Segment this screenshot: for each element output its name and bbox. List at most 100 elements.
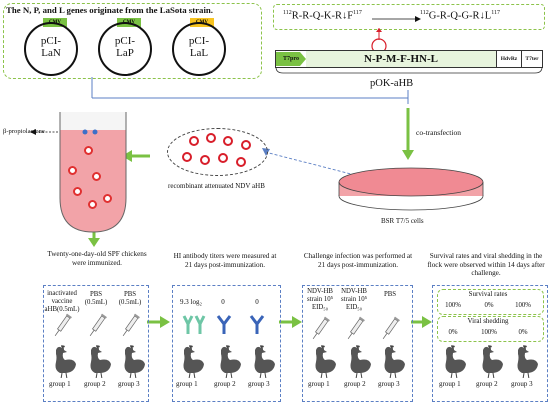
syringe-icon: [122, 313, 140, 337]
group-label: group 2: [84, 380, 106, 388]
chicken-icon: [220, 345, 241, 378]
mutation-arrow: [372, 16, 421, 22]
virion-in-tube: [68, 166, 77, 175]
propiolactone-label: β-propiolactone: [3, 128, 45, 135]
virion-in-tube: [103, 194, 112, 203]
virion-in-tube: [92, 172, 101, 181]
group-label: group 2: [476, 380, 498, 388]
group-label: group 1: [308, 380, 330, 388]
bsr-cells-label: BSR T7/5 cells: [381, 217, 424, 225]
chicken-icon: [482, 345, 503, 378]
panel-outcome: [432, 285, 548, 402]
chicken-icon: [124, 345, 145, 378]
group-label: group 3: [511, 380, 533, 388]
virion-in-tube: [84, 146, 93, 155]
virion: [189, 136, 199, 146]
group-label: group 1: [49, 380, 71, 388]
step-caption-3: Challenge infection was performed at 21 …: [303, 252, 413, 269]
virion: [241, 140, 251, 150]
plasmid-circle-lan: [24, 22, 78, 76]
shedding-rate-3: 0%: [518, 329, 528, 336]
chicken-icon: [384, 345, 405, 378]
virion: [206, 133, 216, 143]
helper-plasmids-box: [3, 3, 262, 79]
syringe-icon: [382, 316, 400, 340]
virion: [200, 155, 210, 165]
group-label: group 1: [439, 380, 461, 388]
plasmid-circle-lap: [98, 22, 152, 76]
survival-rate-2: 0%: [484, 302, 494, 309]
challenge-label-1: NDV-HB strain 10⁵ EID₅₀: [307, 288, 333, 311]
chicken-icon: [315, 345, 336, 378]
shedding-box: [437, 316, 544, 342]
hdv-ribozyme: HdvRz: [497, 51, 522, 67]
group-label: group 3: [248, 380, 270, 388]
construct-bracket: [275, 67, 543, 74]
group-label: group 3: [118, 380, 140, 388]
panel-challenge: [302, 285, 413, 402]
vaccine-label-2: PBS (0.5mL): [84, 291, 108, 306]
step-caption-4: Survival rates and viral shedding in the…: [427, 252, 545, 278]
titer-value-3: 0: [255, 298, 259, 306]
wild-type-cleavage-site: 112R-R-Q-K-R↓F117: [283, 10, 362, 22]
panel-immunization: [43, 285, 149, 402]
chicken-icon: [254, 345, 275, 378]
plasmid-circle-lal: [172, 22, 226, 76]
chicken-icon: [183, 345, 204, 378]
virion: [218, 153, 228, 163]
virion: [223, 136, 233, 146]
mutated-cleavage-site: 112G-R-Q-G-R↓L117: [420, 10, 500, 22]
t7-promoter: T7pro: [276, 52, 306, 66]
ndv-genome-genes: N-P-M-F-HN-L: [306, 51, 497, 67]
shedding-rate-1: 0%: [448, 329, 458, 336]
t7-terminator: T7ter: [525, 56, 539, 62]
shedding-rate-2: 100%: [481, 329, 497, 336]
challenge-label-3: PBS: [383, 291, 397, 298]
vaccine-label-3: PBS (0.5mL): [118, 291, 142, 306]
virus-ellipse: [167, 128, 268, 176]
petri-dish: [338, 167, 484, 211]
syringe-icon: [312, 316, 330, 340]
cleavage-site-box: [273, 4, 545, 30]
survival-box: [437, 289, 544, 315]
group-label: group 2: [214, 380, 236, 388]
group-label: group 3: [378, 380, 400, 388]
survival-title: Survival rates: [468, 290, 508, 298]
plasmid-label-lal: pCI- LaL: [188, 35, 210, 59]
poK-ahb-construct: T7pro N-P-M-F-HN-L HdvRz T7ter: [275, 50, 543, 68]
survival-rate-1: 100%: [445, 302, 461, 309]
antibody-icon: [216, 315, 232, 334]
titer-value-2: 0: [221, 298, 225, 306]
step-caption-2: HI antibody titers were measured at 21 d…: [173, 252, 277, 269]
virion: [182, 152, 192, 162]
syringe-icon: [89, 313, 107, 337]
chicken-icon: [350, 345, 371, 378]
vaccine-label-1: inactivated vaccine aHB(0.5mL): [44, 290, 80, 313]
titer-value-1: 9.3 log₂: [180, 298, 202, 306]
challenge-label-2: NDV-HB strain 10⁵ EID₅₀: [341, 288, 367, 311]
syringe-icon: [347, 316, 365, 340]
group-label: group 2: [344, 380, 366, 388]
shedding-title: Viral shedding: [467, 317, 509, 325]
virus-label: recombinant attenuated NDV aHB: [168, 182, 265, 190]
chicken-icon: [90, 345, 111, 378]
construct-name: pOK-aHB: [370, 78, 414, 89]
survival-rate-3: 100%: [515, 302, 531, 309]
chicken-icon: [517, 345, 538, 378]
step-caption-1: Twenty-one-day-old SPF chickens were imm…: [47, 250, 147, 267]
plasmid-label-lan: pCI- LaN: [40, 35, 62, 59]
syringe-icon: [54, 313, 72, 337]
antibody-icon: [182, 315, 206, 334]
panel-hi-titers: [172, 285, 281, 402]
virion-in-tube: [88, 200, 97, 209]
group-label: group 1: [176, 380, 198, 388]
cotransfection-label: co-transfection: [416, 128, 461, 137]
chicken-icon: [55, 345, 76, 378]
plasmid-source-note: The N, P, and L genes originate from the…: [6, 5, 213, 15]
antibody-icon: [249, 315, 265, 334]
plasmid-label-lap: pCI- LaP: [114, 35, 136, 59]
chicken-icon: [445, 345, 466, 378]
virion: [236, 157, 246, 167]
virion-in-tube: [73, 187, 82, 196]
